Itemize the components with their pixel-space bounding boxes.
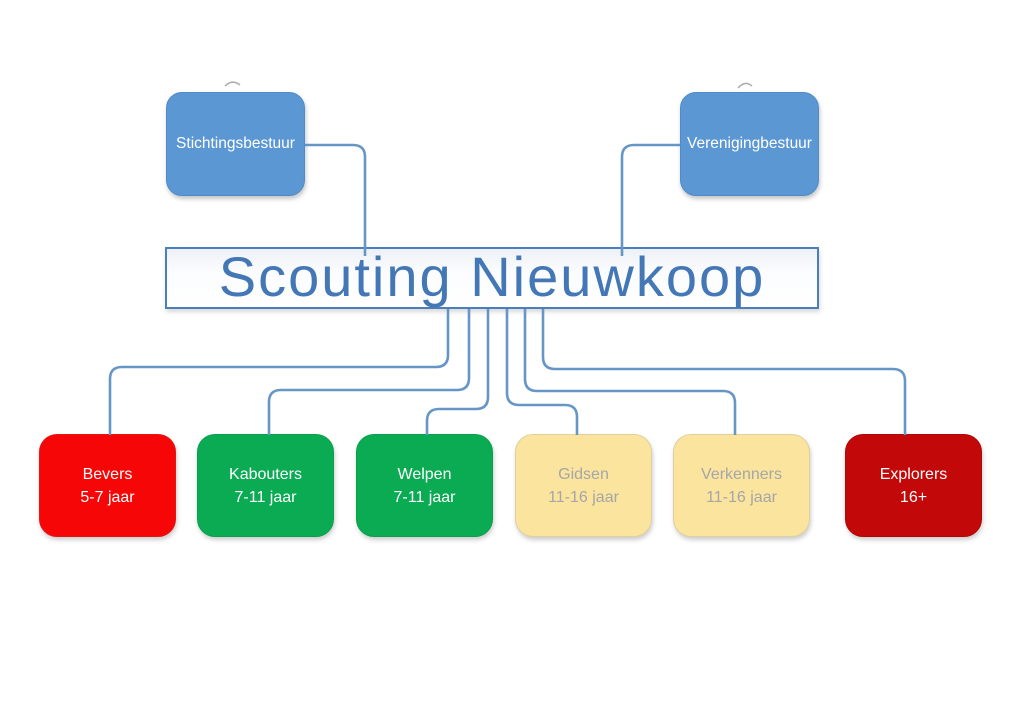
group-name: Welpen — [397, 465, 452, 483]
node-verenigingbestuur: Verenigingbestuur — [680, 92, 819, 196]
connector-title-bevers — [108, 309, 450, 435]
node-title: Scouting Nieuwkoop — [165, 247, 819, 309]
node-verkenners-label: Verkenners 11-16 jaar — [701, 463, 782, 509]
group-name: Verkenners — [701, 465, 782, 483]
node-stichtingsbestuur: Stichtingsbestuur — [166, 92, 305, 196]
node-gidsen: Gidsen 11-16 jaar — [515, 434, 652, 537]
node-verenigingbestuur-label: Verenigingbestuur — [687, 135, 812, 152]
node-stichtingsbestuur-label: Stichtingsbestuur — [176, 135, 295, 152]
node-kabouters-label: Kabouters 7-11 jaar — [229, 463, 302, 509]
group-age: 16+ — [899, 488, 928, 506]
node-explorers-label: Explorers 16+ — [880, 463, 948, 509]
node-kabouters: Kabouters 7-11 jaar — [197, 434, 334, 537]
artifact-mark-left — [224, 81, 241, 87]
group-age: 7-11 jaar — [393, 488, 456, 506]
connector-title-gidsen — [505, 309, 579, 435]
diagram-title: Scouting Nieuwkoop — [218, 245, 766, 308]
connector-title-verkenners — [523, 309, 737, 435]
connector-title-explorers — [541, 309, 907, 435]
group-name: Bevers — [82, 465, 133, 483]
group-name: Gidsen — [558, 465, 609, 483]
group-name: Explorers — [879, 465, 948, 483]
node-verkenners: Verkenners 11-16 jaar — [673, 434, 810, 537]
group-name: Kabouters — [229, 465, 302, 483]
connector-verenigingbestuur-title — [620, 143, 680, 256]
node-bevers-label: Bevers 5-7 jaar — [80, 463, 134, 509]
connector-title-welpen — [425, 309, 490, 435]
group-age: 11-16 jaar — [548, 488, 619, 506]
node-explorers: Explorers 16+ — [845, 434, 982, 537]
node-welpen-label: Welpen 7-11 jaar — [394, 463, 456, 509]
artifact-mark-right — [737, 82, 753, 89]
group-age: 7-11 jaar — [234, 488, 297, 506]
node-gidsen-label: Gidsen 11-16 jaar — [548, 463, 619, 509]
node-bevers: Bevers 5-7 jaar — [39, 434, 176, 537]
node-welpen: Welpen 7-11 jaar — [356, 434, 493, 537]
connector-title-kabouters — [267, 309, 471, 435]
group-age: 5-7 jaar — [80, 488, 135, 506]
connector-stichtingsbestuur-title — [305, 143, 367, 256]
group-age: 11-16 jaar — [706, 488, 777, 506]
